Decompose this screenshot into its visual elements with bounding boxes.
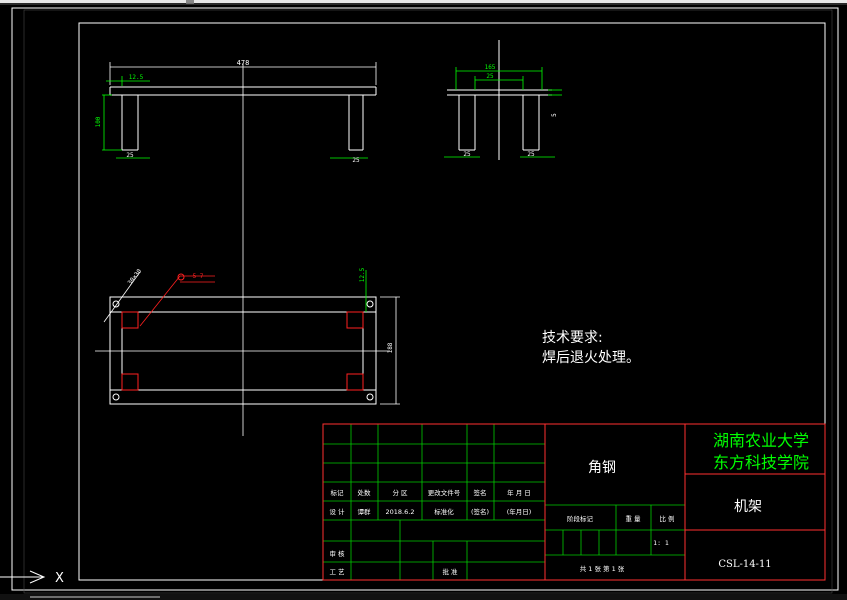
dim-leg-width-left: 25 [126, 152, 134, 159]
plan-view-weld-corners [121, 311, 364, 391]
stage-labels: 阶段标记 重 量 比 例 [567, 514, 675, 523]
side-view-dimensions [444, 67, 562, 158]
dim-plan-offset: 12.5 [359, 267, 366, 282]
svg-text:谭群: 谭群 [358, 507, 372, 516]
dim-side-thickness: 5 [551, 113, 558, 117]
plan-view-dimensions [103, 270, 400, 405]
row-design-labels: 设 计 谭群 2018.6.2 标准化 (签名) (年月日) [329, 507, 531, 516]
title-block-grid [323, 424, 685, 580]
tech-req-line1: 焊后退火处理。 [542, 350, 640, 366]
side-view[interactable] [447, 40, 552, 160]
svg-text:分 区: 分 区 [392, 488, 408, 497]
dim-side-width: 165 [485, 64, 496, 71]
sheet-count: 共 1 张 第 1 张 [580, 564, 625, 573]
weld-mark: 5 7 [193, 273, 204, 280]
svg-text:阶段标记: 阶段标记 [567, 514, 594, 523]
dim-side-leg-right: 25 [527, 151, 535, 158]
svg-text:比 例: 比 例 [659, 514, 674, 523]
scale-value: 1: 1 [653, 539, 669, 547]
weld-leader-circle [177, 273, 185, 281]
svg-text:标准化: 标准化 [434, 507, 454, 516]
drawing-name: 机架 [734, 499, 762, 515]
svg-text:更改文件号: 更改文件号 [428, 488, 461, 497]
svg-text:处数: 处数 [358, 488, 372, 497]
drawing-frame [11, 7, 839, 594]
ucs-x-label: X [55, 571, 64, 586]
svg-text:签名: 签名 [474, 488, 487, 497]
school-line2: 东方科技学院 [713, 453, 809, 472]
svg-text:年 月 日: 年 月 日 [507, 488, 531, 497]
svg-text:2018.6.2: 2018.6.2 [386, 508, 415, 516]
tech-req-title: 技术要求: [542, 330, 603, 346]
top-toolbar-strip [0, 0, 847, 5]
svg-text:重 量: 重 量 [625, 515, 641, 523]
part-name: 角钢 [588, 460, 616, 476]
dim-leg-width-right: 25 [352, 157, 360, 164]
approve-label: 批 准 [442, 567, 458, 576]
process-label: 工 艺 [329, 568, 345, 576]
dim-leg-height: 100 [95, 116, 102, 127]
drawing-number: CSL-14-11 [718, 559, 771, 570]
dim-plan-height: 188 [387, 342, 394, 353]
bottom-tab-strip [0, 594, 847, 600]
school-line1: 湖南农业大学 [713, 431, 809, 450]
row-mark-labels: 标记 处数 分 区 更改文件号 签名 年 月 日 [331, 488, 531, 497]
svg-text:(年月日): (年月日) [507, 507, 532, 516]
dim-plan-hole: 30×30 [126, 268, 143, 287]
plan-view[interactable] [95, 296, 390, 405]
svg-text:设 计: 设 计 [329, 507, 345, 516]
title-block-border [322, 423, 826, 581]
check-label: 审 核 [329, 549, 345, 558]
ucs-icon [0, 570, 46, 584]
svg-text:(签名): (签名) [471, 507, 489, 516]
dim-side-leg-left: 25 [463, 151, 471, 158]
svg-text:标记: 标记 [331, 488, 345, 497]
dim-top-offset: 12.5 [129, 74, 144, 81]
title-block[interactable]: 角钢 湖南农业大学 东方科技学院 机架 CSL-14-11 标记 处数 分 区 … [322, 423, 826, 581]
dim-side-inner: 25 [486, 73, 494, 80]
